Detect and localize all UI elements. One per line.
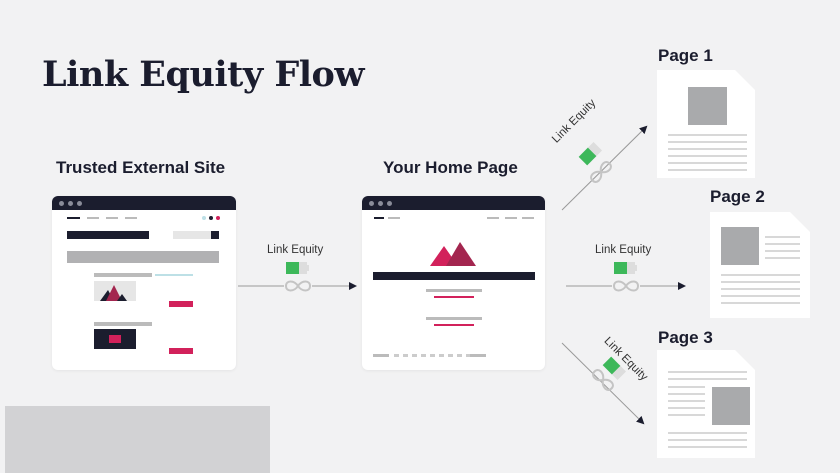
page-3-label: Page 3 xyxy=(658,328,713,347)
page-1-label: Page 1 xyxy=(658,46,713,65)
infinity-icon xyxy=(284,161,640,391)
home-page-label: Your Home Page xyxy=(383,158,518,177)
target-pages xyxy=(657,70,810,458)
page-2-label: Page 2 xyxy=(710,187,765,206)
link-equity-label-left: Link Equity xyxy=(267,244,324,256)
mountain-logo-icon xyxy=(430,242,476,266)
video-play-icon xyxy=(109,335,121,343)
mountain-image-icon xyxy=(100,285,127,301)
page-2-document xyxy=(710,212,810,318)
page-3-document xyxy=(657,350,755,458)
home-page-window xyxy=(362,196,545,370)
page-title: Link Equity Flow xyxy=(42,54,365,95)
page-1-document xyxy=(657,70,755,178)
external-site-label: Trusted External Site xyxy=(56,158,226,177)
battery-icon xyxy=(286,141,637,381)
external-site-window xyxy=(52,196,236,370)
gray-overlay-box xyxy=(5,406,270,473)
link-equity-label-middle: Link Equity xyxy=(595,244,652,256)
